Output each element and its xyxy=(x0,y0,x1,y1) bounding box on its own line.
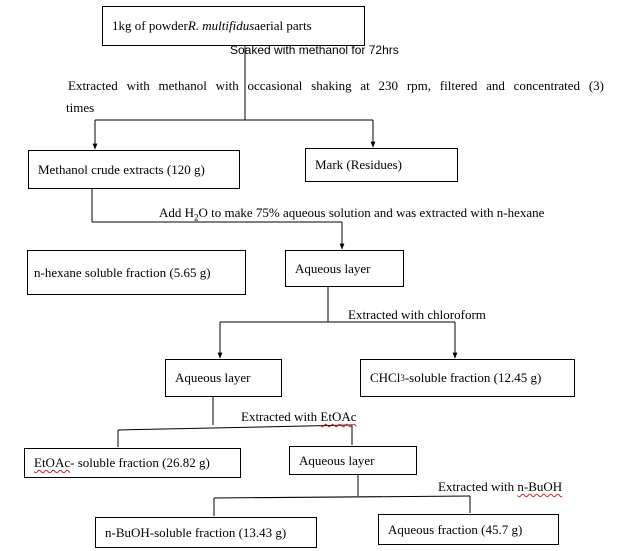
step-extract-label-line2: times xyxy=(66,100,95,115)
methanol-crude-box: Methanol crude extracts (120 g) xyxy=(28,150,240,189)
step-water-subscript: 2 xyxy=(194,212,199,223)
start-material-species: R. multifidus xyxy=(187,18,255,33)
etoac-fraction-label: - soluble fraction (26.82 g) xyxy=(70,455,210,470)
aqueous-layer-2-label: Aqueous layer xyxy=(175,370,251,385)
etoac-fraction-box: EtOAc- soluble fraction (26.82 g) xyxy=(24,448,241,478)
mark-residues-label: Mark (Residues) xyxy=(315,157,403,172)
hexane-fraction-label: n-hexane soluble fraction (5.65 g) xyxy=(34,264,211,280)
step-etoac-name: EtOAc xyxy=(320,409,357,424)
step-chloroform-label: Extracted with chloroform xyxy=(348,307,486,322)
step-buoh-name: n-BuOH xyxy=(517,479,563,494)
start-material-pre: 1kg of powder xyxy=(112,18,188,33)
buoh-fraction-box: n-BuOH-soluble fraction (13.43 g) xyxy=(95,517,317,548)
step-etoac-pre: Extracted with xyxy=(241,409,321,424)
connector-split-4 xyxy=(117,424,353,431)
step-buoh-pre: Extracted with xyxy=(438,479,518,494)
aqueous-layer-1-box: Aqueous layer xyxy=(285,250,404,287)
methanol-crude-label: Methanol crude extracts (120 g) xyxy=(38,161,205,177)
aqueous-fraction-box: Aqueous fraction (45.7 g) xyxy=(378,514,559,545)
step-buoh-label: Extracted with n-BuOH xyxy=(438,479,562,495)
chcl3-label-pre: CHCl xyxy=(370,370,401,385)
start-material-post: aerial parts xyxy=(254,18,312,33)
aqueous-layer-3-box: Aqueous layer xyxy=(289,446,417,475)
aqueous-layer-1-label: Aqueous layer xyxy=(295,260,371,276)
step-water-pre: Add H xyxy=(159,205,195,220)
start-material-box: 1kg of powder R. multifidus aerial parts xyxy=(102,6,365,46)
hexane-fraction-box: n-hexane soluble fraction (5.65 g) xyxy=(27,250,246,295)
mark-residues-box: Mark (Residues) xyxy=(305,148,458,182)
step-extract-label-line1: Extracted with methanol with occasional … xyxy=(68,78,604,93)
step-water-label: Add H2O to make 75% aqueous solution and… xyxy=(159,205,544,226)
aqueous-layer-2-box: Aqueous layer xyxy=(165,359,282,397)
step-etoac-label: Extracted with EtOAc xyxy=(241,409,357,425)
chcl3-label-post: -soluble fraction (12.45 g) xyxy=(404,370,542,385)
connector-split-5 xyxy=(213,495,471,499)
etoac-fraction-name: EtOAc xyxy=(34,455,71,470)
aqueous-layer-3-label: Aqueous layer xyxy=(299,452,375,468)
aqueous-fraction-label: Aqueous fraction (45.7 g) xyxy=(388,521,523,537)
step-water-post: O to make 75% aqueous solution and was e… xyxy=(198,205,545,220)
step-soak-label: Soaked with methanol for 72hrs xyxy=(230,43,399,57)
chcl3-subscript: 3 xyxy=(400,373,405,383)
buoh-fraction-label: n-BuOH-soluble fraction (13.43 g) xyxy=(105,524,287,540)
